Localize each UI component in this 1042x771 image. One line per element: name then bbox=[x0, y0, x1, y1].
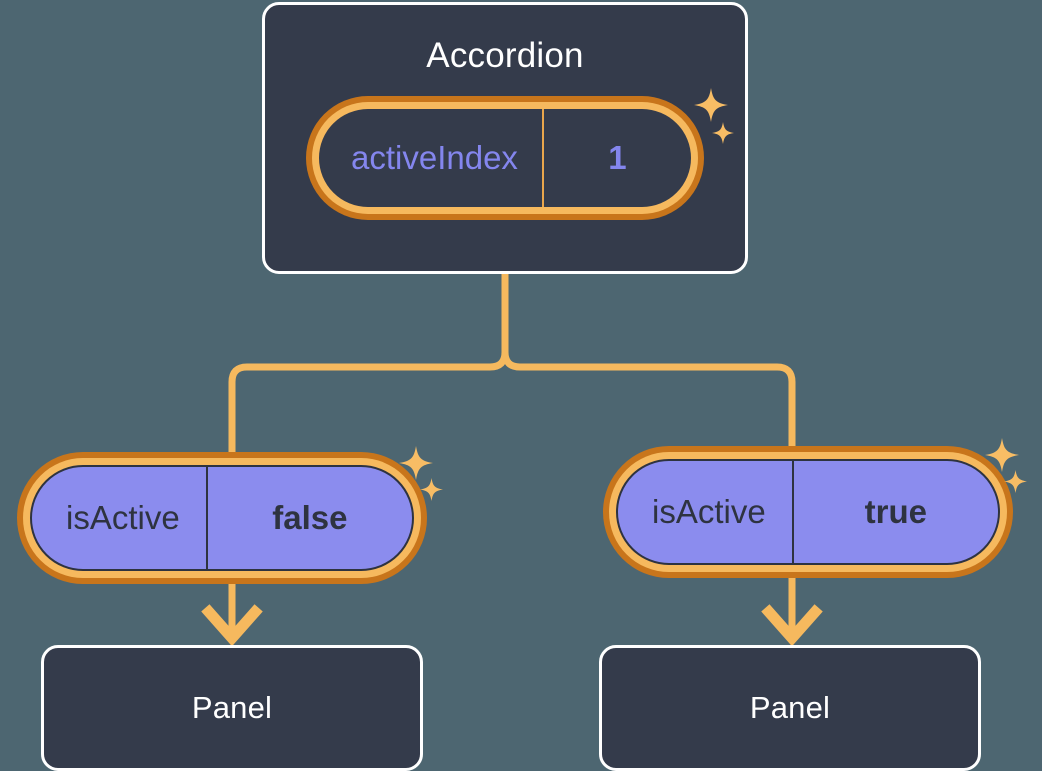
prop-key-is-active-left: isActive bbox=[66, 499, 180, 536]
panel-node-left-title: Panel bbox=[191, 690, 273, 725]
prop-badge-is-active-true[interactable]: isActive true bbox=[603, 446, 1013, 578]
prop-badge-inner-ring-right: isActive true bbox=[609, 452, 1007, 572]
prop-key-active-index: activeIndex bbox=[351, 139, 518, 176]
prop-badge-inner-ring: activeIndex 1 bbox=[312, 102, 698, 214]
connector-right-prop-to-panel bbox=[761, 572, 823, 647]
panel-node-right-title: Panel bbox=[749, 690, 831, 725]
prop-key-is-active-right: isActive bbox=[652, 493, 766, 530]
panel-node-right[interactable]: Panel bbox=[599, 645, 981, 771]
prop-badge-active-index[interactable]: activeIndex 1 bbox=[306, 96, 704, 220]
panel-node-left[interactable]: Panel bbox=[41, 645, 423, 771]
prop-badge-body-right: isActive true bbox=[616, 459, 1000, 565]
prop-badge-is-active-false[interactable]: isActive false bbox=[17, 452, 427, 584]
prop-value-active-index: 1 bbox=[541, 109, 691, 207]
accordion-node-title: Accordion bbox=[426, 36, 584, 75]
prop-value-is-active-right: true bbox=[791, 461, 998, 563]
prop-badge-inner-ring-left: isActive false bbox=[23, 458, 421, 578]
prop-badge-body-left: isActive false bbox=[30, 465, 414, 571]
prop-value-is-active-left: false bbox=[205, 467, 412, 569]
prop-badge-body: activeIndex 1 bbox=[319, 109, 691, 207]
connector-root-to-branches bbox=[228, 274, 796, 458]
connector-left-prop-to-panel bbox=[201, 578, 263, 647]
